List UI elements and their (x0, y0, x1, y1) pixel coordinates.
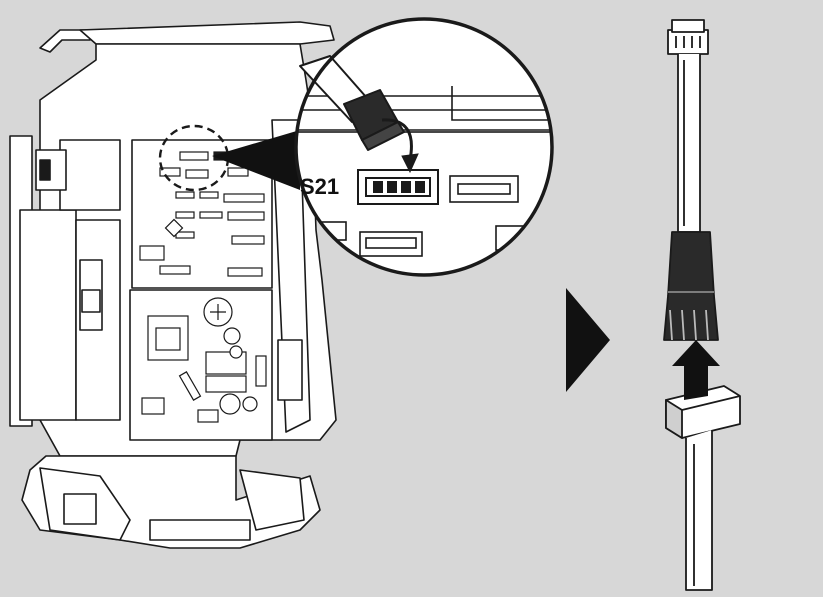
insert-arrow (381, 118, 413, 161)
s21-socket (357, 169, 439, 205)
connector-label: S21 (300, 174, 339, 199)
step-arrow-icon (566, 288, 610, 392)
zoom-pointer (212, 130, 300, 190)
connect-arrow-icon (672, 340, 720, 400)
cable-assembly (663, 19, 741, 591)
zoom-detail (294, 17, 554, 277)
pcb-components (139, 151, 267, 423)
indoor-unit-drawing (9, 21, 337, 549)
